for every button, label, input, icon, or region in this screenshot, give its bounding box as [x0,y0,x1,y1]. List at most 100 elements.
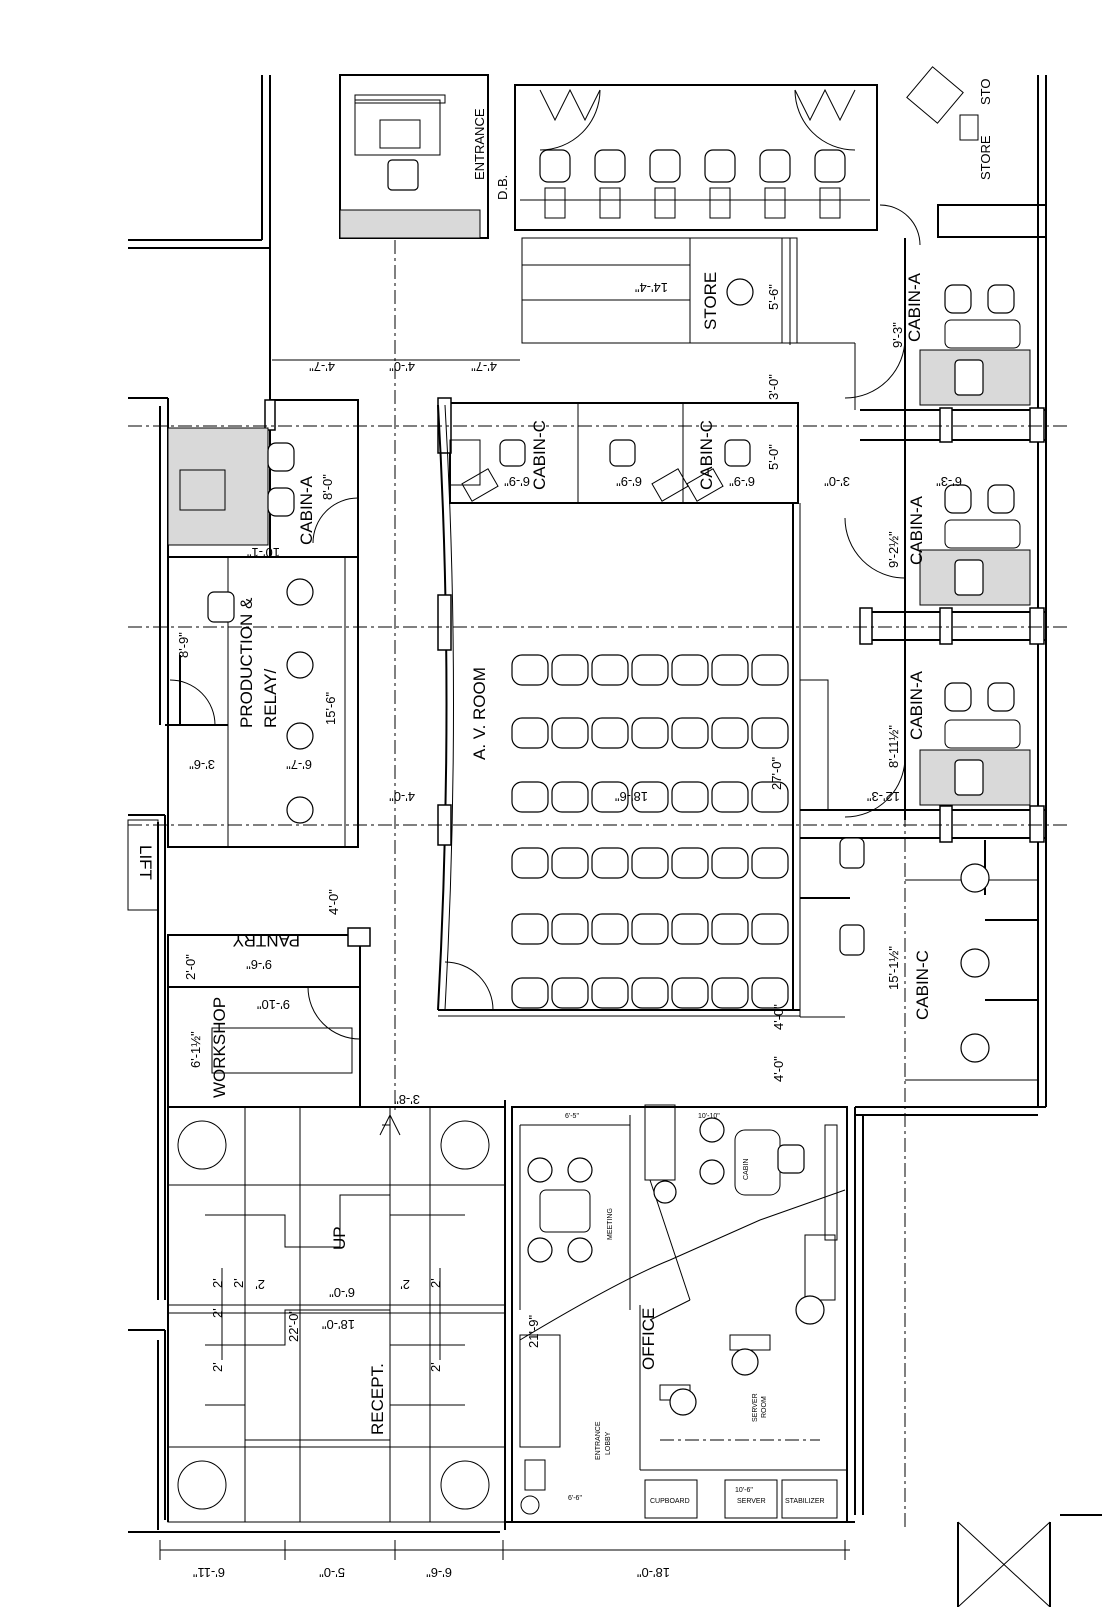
dim-5-0b: 5'-0" [319,1565,345,1580]
dim-9-2h: 9'-2½" [886,531,901,568]
chair [814,149,846,219]
label-cabin-c-right: CABIN-C [913,950,932,1020]
dim-6-3: 6'-3" [936,474,962,489]
dimension-texts: 14'-4" 5'-6" 9'-3" 4'-7" 4'-0" 4'-7" 3'-… [176,280,962,1580]
label-workshop: WORKSHOP [210,997,229,1098]
dim-2g: 2' [428,1278,443,1288]
dim-2e: 2' [255,1277,265,1292]
dim-2b: 2' [231,1278,246,1288]
dim-6-11: 6'-11" [192,1565,225,1580]
label-pantry: PANTRY [233,931,300,950]
dim-6-9b: 6'-9" [616,474,642,489]
chair [539,149,571,219]
seat-row [511,847,789,879]
label-store-top: STORE [978,135,993,180]
dim-2f: 2' [400,1277,410,1292]
office-block [511,1104,848,1523]
dim-4-0c: 4'-0" [326,889,341,915]
dim-15-6: 15'-6" [323,691,338,725]
dim-8-0: 8'-0" [320,474,335,500]
dim-22-0: 22'-0" [286,1308,301,1342]
dim-5-6: 5'-6" [766,284,781,310]
dim-4-7b: 4'-7" [471,359,497,374]
dim-21-9: 21'-9" [526,1314,541,1348]
dim-4-7a: 4'-7" [309,359,335,374]
label-cabin-a-2: CABIN-A [907,495,926,565]
seat-row [511,654,789,686]
dim-6-7: 6'-7" [286,757,312,772]
label-server: SERVER [737,1498,766,1505]
dim-12-3: 12'-3" [866,789,900,804]
label-store-top-cut: STO [978,79,993,106]
dim-6-9c: 6'-9" [729,474,755,489]
dim-4-0a: 4'-0" [389,359,415,374]
seat-row [511,977,789,1009]
label-cabin-a-1: CABIN-A [905,272,924,342]
label-relay: RELAY/ [261,669,280,728]
label-stabilizer: STABILIZER [785,1498,825,1505]
dim-2c: 2' [210,1308,225,1318]
dim-8-11h: 8'-11½" [886,725,901,768]
dim-8-9: 8'-9" [176,632,191,658]
label-av-room: A. V. ROOM [470,667,489,760]
right-cabins [799,238,1046,1081]
seat-row [511,717,789,749]
dim-10-6: 10'-6" [735,1487,753,1494]
top-chair-row [539,149,846,219]
dim-4-0b: 4'-0" [389,789,415,804]
label-meeting: MEETING [607,1208,614,1240]
dim-9-10: 9'-10" [256,997,290,1012]
label-cabin-c-2: CABIN-C [697,420,716,490]
label-server-room-2: ROOM [761,1396,768,1418]
chair [594,149,626,219]
dim-6-5: 6'-5" [565,1113,579,1120]
dim-2d: 2' [210,1362,225,1372]
entrance-block [339,66,1047,246]
dim-2a: 2' [210,1278,225,1288]
seat-row [511,913,789,945]
dim-3-0b: 3'-0" [824,474,850,489]
chair [704,149,736,219]
label-entrance-lobby-1: ENTRANCE [595,1421,602,1460]
label-recept: RECEPT. [368,1363,387,1435]
seat-row [511,781,789,813]
dim-18-6: 18'-6" [614,789,648,804]
dim-2h: 2' [428,1362,443,1372]
label-cabin-a-left: CABIN-A [297,475,316,545]
dim-6-0: 6'-0" [329,1285,355,1300]
av-room [437,404,801,1017]
room-labels: ENTRANCE D.B. STO STORE STORE CABIN-A CA… [136,79,993,1506]
dim-6-6b: 6'-6" [426,1565,452,1580]
label-server-room-1: SERVER [752,1393,759,1422]
store-and-cabin-c-block [437,237,856,504]
dim-18-0a: 18'-0" [321,1317,355,1332]
dim-14-4: 14'-4" [634,280,668,295]
dim-4-0d: 4'-0" [771,1056,786,1082]
label-store-mid: STORE [701,272,720,330]
dim-5-0a: 5'-0" [766,444,781,470]
dim-6-9a: 6'-9" [504,474,530,489]
label-production: PRODUCTION & [237,597,256,728]
dim-15-1h: 15'-1½" [886,946,901,990]
label-up: UP [330,1226,349,1250]
label-office: OFFICE [639,1308,658,1370]
dim-3-6: 3'-6" [189,757,215,772]
dim-6-6a: 6'-6" [568,1495,582,1502]
dim-3-8: 3'-8" [394,1092,420,1107]
label-cabin-a-3: CABIN-A [907,670,926,740]
label-cupboard: CUPBOARD [650,1498,690,1505]
label-entrance: ENTRANCE [472,108,487,180]
dim-18-0b: 18'-0" [636,1565,670,1580]
label-db: D.B. [495,175,510,200]
label-cabin-c-1: CABIN-C [530,420,549,490]
label-lift: LIFT [136,845,155,880]
dim-10-1: 10'-1" [246,545,280,560]
dim-2-0: 2'-0" [183,954,198,980]
dimension-lines [159,238,850,1560]
chair [759,149,791,219]
dim-4-0e: 4'-0" [771,1004,786,1030]
centerlines [128,238,1070,1530]
dim-3-0a: 3'-0" [766,374,781,400]
dim-10-10: 10'-10" [698,1113,720,1120]
